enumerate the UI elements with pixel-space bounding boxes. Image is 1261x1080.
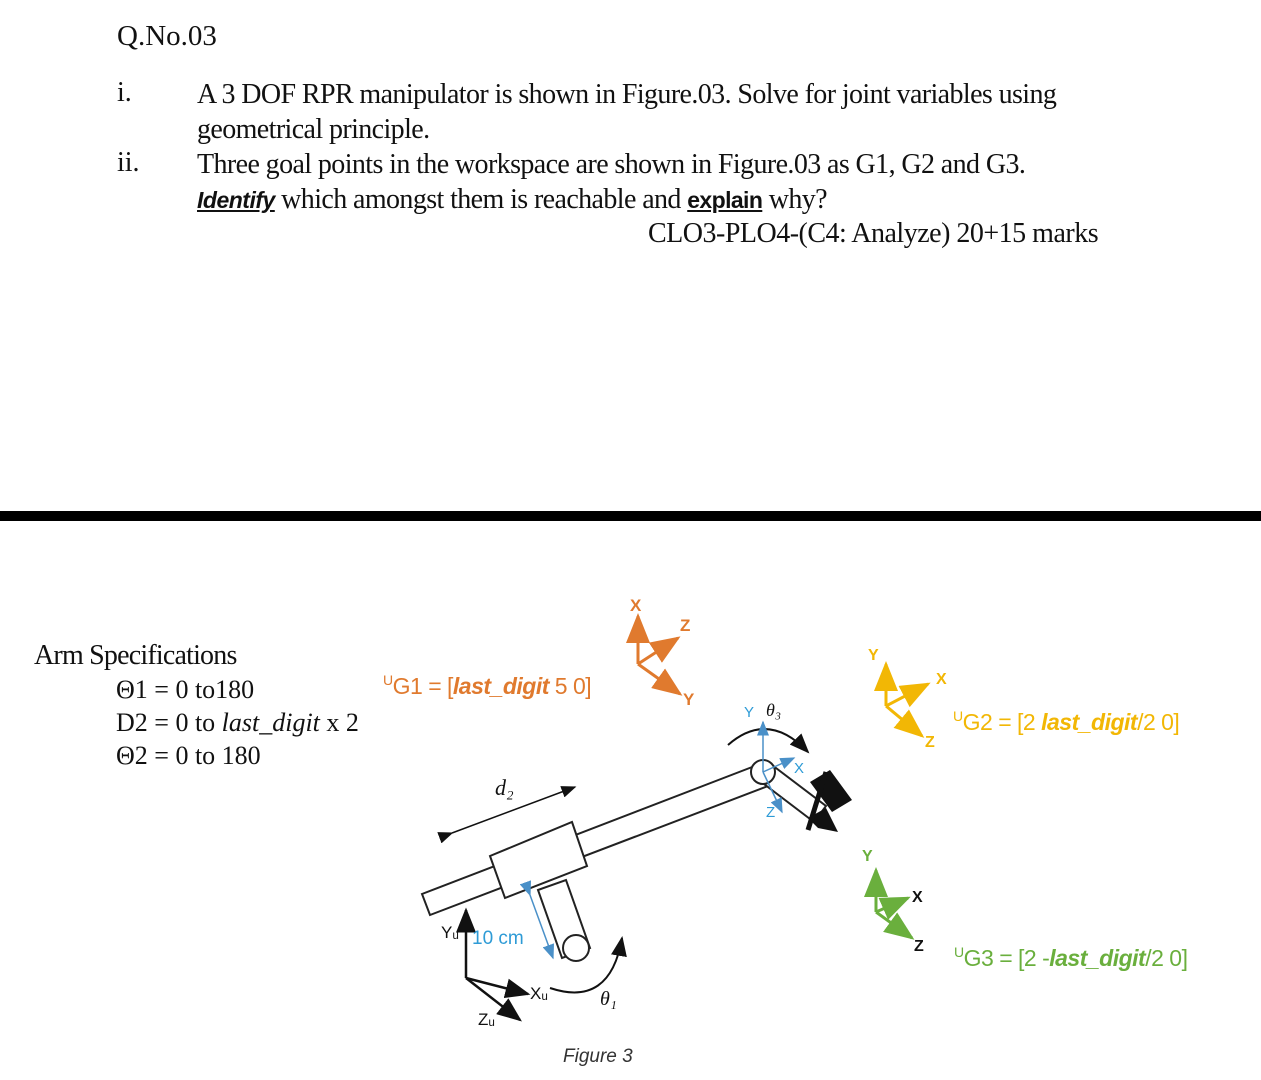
slider-block (488, 820, 589, 900)
question-number: Q.No.03 (117, 20, 217, 52)
g3-var: last_digit (1049, 945, 1146, 971)
section-divider (0, 511, 1261, 521)
theta1-range: Θ1 = 0 to180 (116, 675, 255, 704)
g3-z-label: Z (914, 938, 924, 955)
g2-x-label: X (936, 671, 947, 688)
distance-arrow (519, 880, 555, 960)
base-y-label: Yᵤ (441, 923, 459, 942)
d2-arrow (437, 786, 577, 844)
joint3-x-label: X (794, 760, 805, 777)
item-2-mid-text: which amongst them is reachable and (274, 184, 688, 215)
joint3-y-label: Y (744, 704, 755, 721)
g1-rest: 5 0] (548, 673, 592, 699)
base-z-label: Zᵤ (478, 1010, 495, 1029)
distance-label: 10 cm (472, 928, 524, 949)
explain-keyword: explain (687, 187, 763, 213)
item-2-end-text: why? (762, 184, 828, 215)
identify-keyword: Identify (197, 187, 275, 213)
figure-caption: Figure 3 (563, 1046, 633, 1067)
item-1-line-2: geometrical principle. (197, 114, 430, 145)
gripper (805, 770, 852, 832)
theta1-label: θ₁ (600, 988, 617, 1010)
g1-lhs: G1 = [ (392, 673, 454, 699)
g1-frame (626, 613, 683, 696)
g2-frame (874, 661, 931, 738)
item-marker-2: ii. (117, 147, 140, 178)
g3-lhs: G3 = [2 - (963, 945, 1050, 971)
g3-x-label: X (912, 889, 923, 906)
g2-rest: /2 0] (1137, 709, 1180, 735)
base-frame (456, 907, 531, 1022)
joint3-z-label: Z (766, 804, 776, 821)
goal-g2-equation: UG2 = [2 last_digit/2 0] (953, 708, 1180, 736)
g3-y-label: Y (862, 848, 873, 865)
d2-label: d₂ (495, 775, 514, 800)
base-x-label: Xᵤ (530, 984, 548, 1003)
g2-lhs: G2 = [2 (962, 709, 1042, 735)
d2-range-prefix: D2 = 0 to (116, 708, 222, 737)
item-2-line-1: Three goal points in the workspace are s… (197, 149, 1026, 180)
theta1-rotation-arrow (549, 936, 627, 994)
item-1-line-1: A 3 DOF RPR manipulator is shown in Figu… (197, 79, 1057, 110)
d2-range: D2 = 0 to last_digit x 2 (116, 708, 359, 738)
base-post (536, 878, 592, 962)
item-2-line-2: Identify which amongst them is reachable… (197, 182, 828, 218)
marks-line: CLO3-PLO4-(C4: Analyze) 20+15 marks (648, 218, 1099, 249)
g1-var: last_digit (452, 673, 549, 699)
theta2-range: Θ2 = 0 to 180 (116, 741, 261, 770)
d2-range-var: last_digit (221, 708, 320, 737)
goal-g3-equation: UG3 = [2 -last_digit/2 0] (954, 944, 1188, 972)
g3-sup: U (954, 944, 964, 960)
prismatic-arm (420, 760, 828, 917)
d2-range-suffix: x 2 (319, 708, 359, 737)
g2-var: last_digit (1041, 709, 1138, 735)
arm-specs-title: Arm Specifications (34, 640, 237, 671)
g3-frame (864, 867, 915, 940)
g1-x-label: X (630, 596, 642, 615)
g1-z-label: Z (680, 616, 691, 635)
g2-sup: U (953, 708, 963, 724)
goal-g1-equation: UG1 = [last_digit 5 0] (383, 672, 592, 700)
joint3-frame (757, 720, 796, 814)
g1-sup: U (383, 672, 393, 688)
theta3-label: θ₃ (766, 700, 782, 720)
theta3-rotation-arrow (727, 728, 810, 754)
item-marker-1: i. (117, 77, 132, 108)
g2-y-label: Y (868, 647, 879, 664)
g1-y-label: Y (683, 690, 695, 709)
g2-z-label: Z (925, 734, 935, 751)
g3-rest: /2 0] (1145, 945, 1188, 971)
